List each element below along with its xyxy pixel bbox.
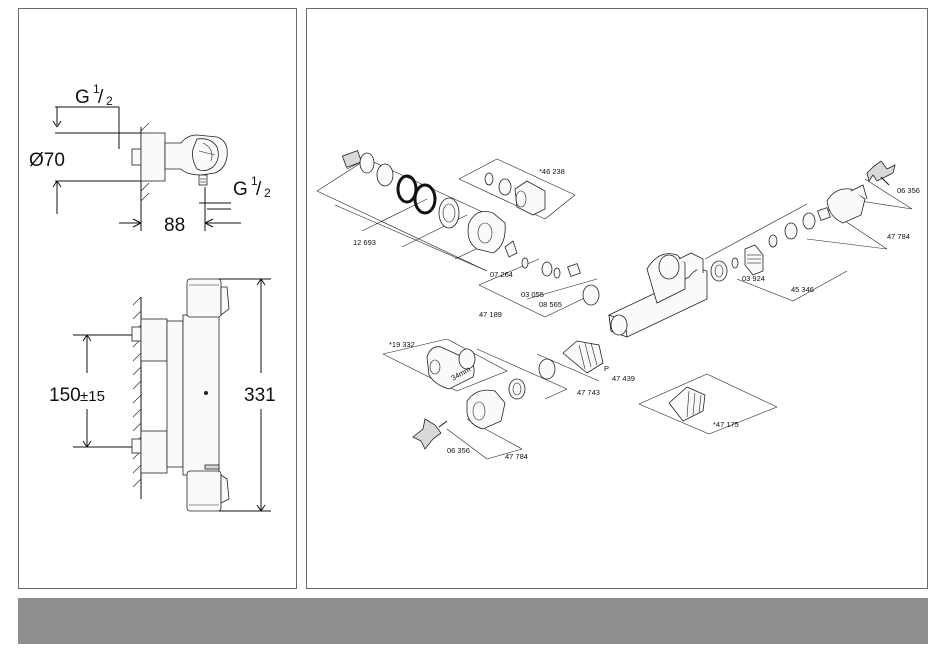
spacing-label: 150 <box>49 385 81 406</box>
front-view-drawing: 150 ±15 331 <box>49 279 276 511</box>
assembly-guide-lines <box>317 159 912 459</box>
part-47784-bottom: 47 784 <box>505 452 528 461</box>
svg-text:/: / <box>98 87 104 108</box>
part-07264: 07 264 <box>490 270 513 279</box>
part-46238: *46 238 <box>539 167 565 176</box>
side-thread-denominator: 2 <box>264 186 271 200</box>
part-19332: *19 332 <box>389 340 415 349</box>
dimension-drawing-panel: G 1 / 2 Ø70 G 1 / 2 88 <box>18 8 297 589</box>
exploded-view-panel: *46 238 12 693 07 264 03 055 08 565 47 1… <box>306 8 928 589</box>
dimension-drawing: G 1 / 2 Ø70 G 1 / 2 88 <box>19 9 298 590</box>
parts <box>342 151 895 449</box>
exploded-parts-diagram: *46 238 12 693 07 264 03 055 08 565 47 1… <box>307 9 929 590</box>
footer-bar <box>18 598 928 644</box>
depth-label: 88 <box>164 215 185 236</box>
part-47175: *47 175 <box>713 420 739 429</box>
spacing-tolerance: ±15 <box>80 388 105 405</box>
part-06356-bottom: 06 356 <box>447 446 470 455</box>
part-47784-top: 47 784 <box>887 232 910 241</box>
part-08565: 08 565 <box>539 300 562 309</box>
part-45346: 45 346 <box>791 285 814 294</box>
height-label: 331 <box>244 385 276 406</box>
top-thread-label: G <box>75 87 90 108</box>
side-view-drawing: G 1 / 2 Ø70 G 1 / 2 88 <box>29 82 271 236</box>
part-03924: 03 924 <box>742 274 765 283</box>
diameter-label: Ø70 <box>29 150 65 171</box>
part-06356-top: 06 356 <box>897 186 920 195</box>
part-03055: 03 055 <box>521 290 544 299</box>
part-12693: 12 693 <box>353 238 376 247</box>
top-thread-denominator: 2 <box>106 94 113 108</box>
part-P: P <box>604 364 609 373</box>
side-thread-label: G <box>233 179 248 200</box>
part-47743: 47 743 <box>577 388 600 397</box>
part-47439: 47 439 <box>612 374 635 383</box>
part-47189: 47 189 <box>479 310 502 319</box>
svg-text:/: / <box>256 179 262 200</box>
